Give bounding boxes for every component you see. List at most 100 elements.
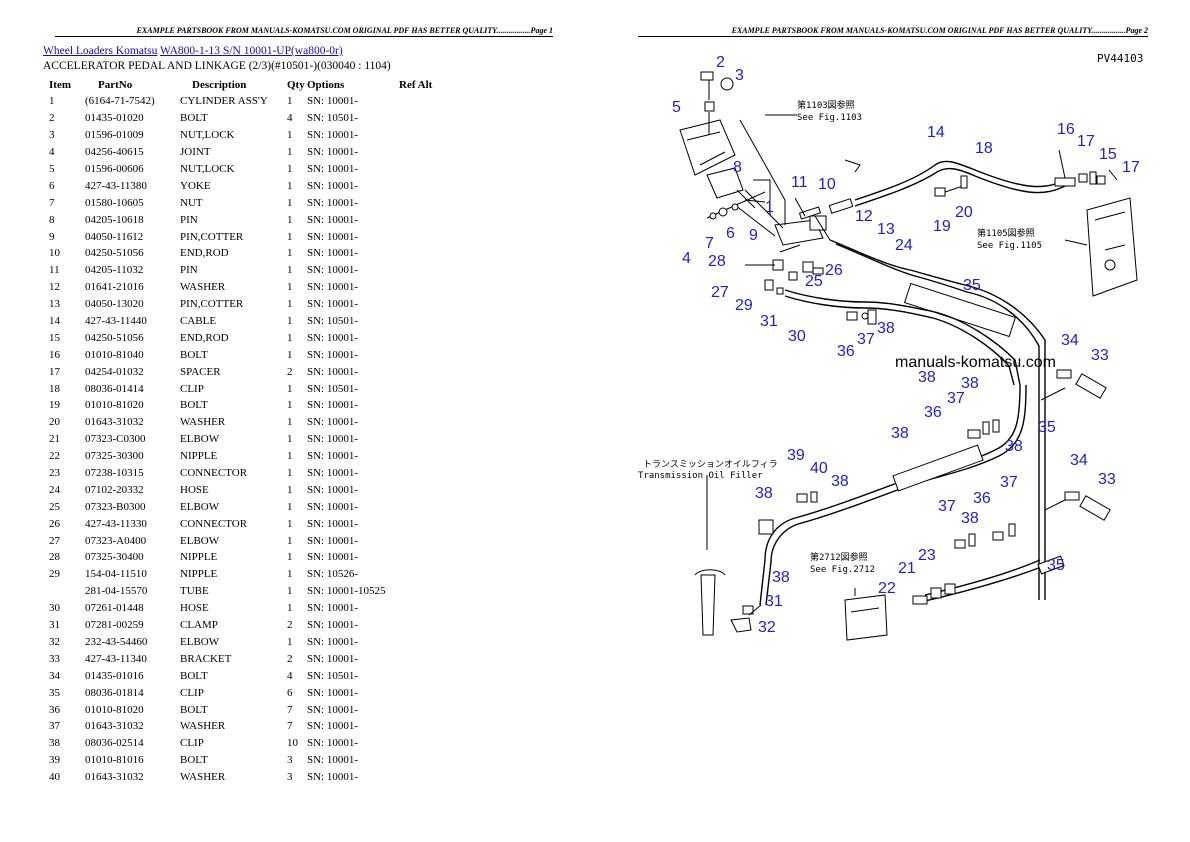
cell-item-number: 31 bbox=[49, 619, 60, 632]
callout-number: 35 bbox=[1047, 557, 1065, 574]
cell-part-number: 07323-C0300 bbox=[85, 433, 146, 446]
cell-options: SN: 10001- bbox=[307, 771, 359, 784]
cell-quantity: 1 bbox=[287, 196, 293, 209]
breadcrumb-link-category[interactable]: Wheel Loaders Komatsu bbox=[43, 45, 158, 57]
callout-number: 38 bbox=[1005, 438, 1023, 455]
cell-description: NUT,LOCK bbox=[180, 129, 235, 142]
cell-part-number: 01010-81020 bbox=[85, 703, 144, 716]
cell-options: SN: 10001- bbox=[307, 754, 359, 767]
callout-number: 9 bbox=[749, 227, 758, 244]
cell-quantity: 4 bbox=[287, 112, 293, 125]
cell-item-number: 13 bbox=[49, 298, 60, 311]
cell-ref-alt bbox=[399, 769, 432, 786]
cell-item-number: 35 bbox=[49, 686, 60, 699]
cell-item-number: 10 bbox=[49, 247, 60, 260]
callout-number: 22 bbox=[878, 580, 896, 597]
cell-options: SN: 10001- bbox=[307, 686, 359, 699]
cell-description: YOKE bbox=[180, 179, 211, 192]
cell-quantity: 1 bbox=[287, 585, 293, 598]
note-filler: Transmission Oil Filler bbox=[638, 471, 763, 481]
parts-table: Item PartNo Description Qty Options Ref … bbox=[43, 77, 432, 786]
cell-ref-alt bbox=[399, 329, 432, 346]
cell-item-number: 23 bbox=[49, 467, 60, 480]
note-fig1103: See Fig.1103 bbox=[797, 113, 862, 123]
cell-options: SN: 10001- bbox=[307, 230, 359, 243]
callout-number: 38 bbox=[755, 485, 773, 502]
cell-ref-alt bbox=[399, 684, 432, 701]
callout-number: 10 bbox=[818, 176, 836, 193]
cell-part-number: 04205-11032 bbox=[85, 264, 144, 277]
cell-quantity: 2 bbox=[287, 652, 293, 665]
cell-quantity: 1 bbox=[287, 635, 293, 648]
cell-part-number: 01643-31032 bbox=[85, 720, 144, 733]
cell-options: SN: 10001- bbox=[307, 95, 359, 108]
cell-part-number: 01596-00606 bbox=[85, 163, 144, 175]
cell-quantity: 1 bbox=[287, 213, 293, 226]
cell-part-number: 427-43-11340 bbox=[85, 652, 147, 665]
cell-ref-alt bbox=[399, 465, 432, 482]
cell-part-number: 01010-81040 bbox=[85, 348, 144, 361]
cell-ref-alt bbox=[399, 313, 432, 330]
cell-options: SN: 10501- bbox=[307, 315, 359, 328]
cell-quantity: 2 bbox=[287, 619, 293, 632]
cell-quantity: 10 bbox=[287, 737, 298, 750]
cell-part-number: 08036-01814 bbox=[85, 686, 144, 699]
callout-number: 36 bbox=[924, 404, 942, 421]
cell-ref-alt bbox=[399, 110, 432, 127]
callout-number: 36 bbox=[837, 343, 855, 360]
cell-ref-alt bbox=[399, 617, 432, 634]
cell-ref-alt bbox=[399, 549, 432, 566]
cell-item-number: 1 bbox=[49, 95, 55, 108]
cell-quantity: 1 bbox=[287, 298, 293, 311]
callout-number: 36 bbox=[973, 490, 991, 507]
note-fig1105: See Fig.1105 bbox=[977, 241, 1042, 251]
cell-item-number: 34 bbox=[49, 669, 60, 682]
cell-quantity: 1 bbox=[287, 483, 293, 496]
callout-number: 21 bbox=[898, 560, 916, 577]
parts-diagram: PV44103 bbox=[638, 52, 1143, 641]
callout-number: 24 bbox=[895, 237, 913, 254]
cell-ref-alt bbox=[399, 566, 432, 583]
cell-description: ELBOW bbox=[180, 500, 220, 513]
cell-item-number: 3 bbox=[49, 129, 55, 142]
cell-item-number: 40 bbox=[49, 771, 60, 784]
cell-options: SN: 10001- bbox=[307, 551, 359, 564]
cell-quantity: 1 bbox=[287, 433, 293, 446]
cell-description: CYLINDER ASS'Y bbox=[180, 95, 268, 108]
callout-number: 28 bbox=[708, 253, 726, 270]
cell-options: SN: 10001- bbox=[307, 129, 359, 142]
cell-item-number: 19 bbox=[49, 399, 60, 412]
cell-options: SN: 10001- bbox=[307, 146, 359, 159]
cell-part-number: 01010-81020 bbox=[85, 399, 144, 412]
cell-part-number: 07281-00259 bbox=[85, 619, 144, 632]
cell-ref-alt bbox=[399, 245, 432, 262]
watermark: manuals-komatsu.com bbox=[895, 354, 1056, 371]
cell-options: SN: 10001- bbox=[307, 652, 359, 665]
cell-item-number: 39 bbox=[49, 754, 60, 767]
cell-quantity: 1 bbox=[287, 500, 293, 513]
figure-references: 第1103図参照 See Fig.1103 第1105図参照 See Fig.1… bbox=[638, 99, 1042, 575]
cell-description: PIN bbox=[180, 264, 198, 277]
cell-quantity: 1 bbox=[287, 551, 293, 564]
cell-ref-alt bbox=[399, 211, 432, 228]
breadcrumb-link-model[interactable]: WA800-1-13 S/N 10001-UP(wa800-0r) bbox=[160, 45, 343, 57]
page-1: EXAMPLE PARTSBOOK FROM MANUALS-KOMATSU.C… bbox=[43, 26, 553, 786]
cell-description: BOLT bbox=[180, 754, 208, 767]
cell-options: SN: 10501- bbox=[307, 669, 359, 682]
